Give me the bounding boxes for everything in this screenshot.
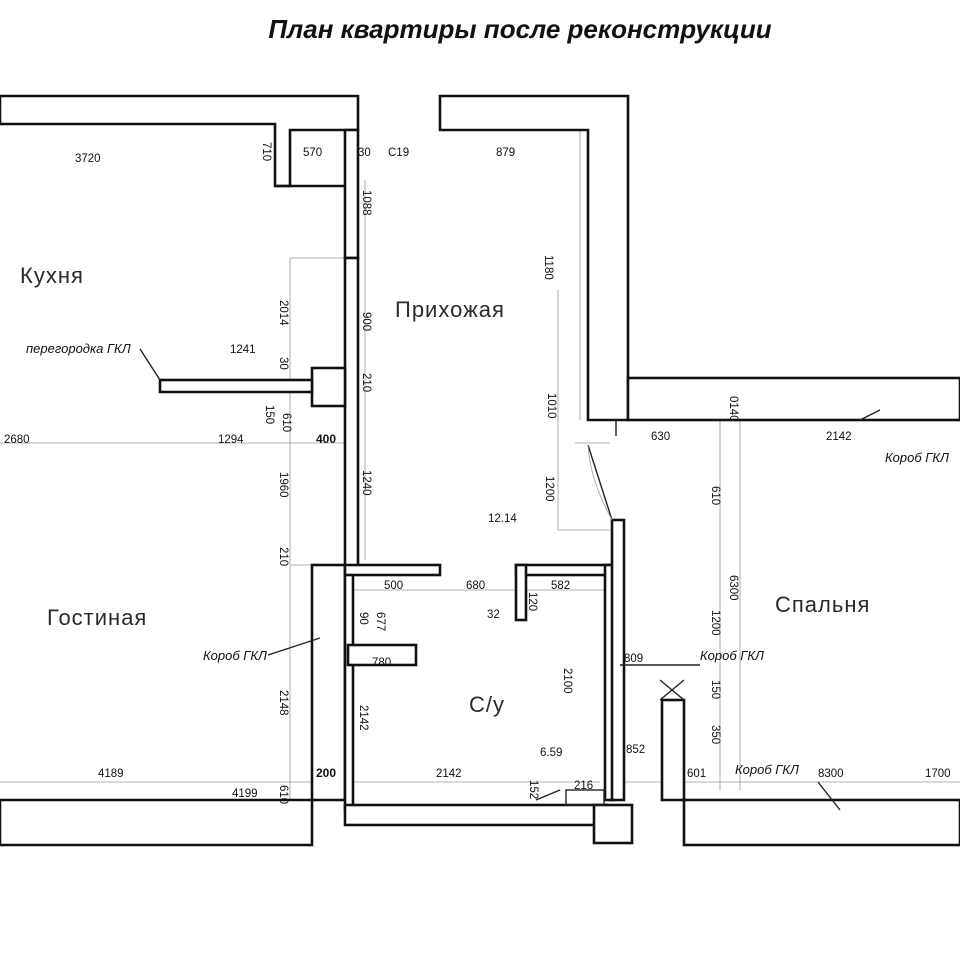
dim-label: 2142 — [436, 768, 462, 780]
walls — [0, 94, 960, 847]
dim-label: 610 — [280, 413, 292, 432]
dim-label: 1240 — [360, 470, 372, 496]
dim-label: 150 — [709, 680, 721, 699]
dim-label: 6300 — [727, 575, 739, 601]
room-bedroom-label: Спальня — [775, 592, 870, 617]
dim-label: 150 — [263, 405, 275, 424]
dim-label: 852 — [626, 744, 645, 756]
riser-box — [592, 803, 634, 845]
dim-label: 610 — [709, 486, 721, 505]
dim-label: С19 — [388, 147, 409, 159]
dim-label: 400 — [316, 432, 336, 446]
dim-label: 32 — [487, 609, 500, 621]
area-bathroom: 6.59 — [540, 747, 562, 759]
dim-label: 120 — [526, 592, 538, 611]
room-kitchen-label: Кухня — [20, 263, 84, 288]
vertical-dims: 710 1088 1180 2014 900 30 210 150 610 10… — [260, 142, 739, 804]
dim-label: 2014 — [277, 300, 289, 326]
duct-living — [310, 563, 347, 802]
wall-kitchen-step — [275, 128, 360, 260]
dim-label: 500 — [384, 580, 403, 592]
wall-bathroom-top-right — [514, 563, 614, 577]
dim-label: 2142 — [357, 705, 369, 731]
leader-lines — [139, 348, 881, 811]
dim-label: 2100 — [561, 668, 573, 694]
door-hallway — [587, 444, 613, 521]
dim-label: 8300 — [818, 768, 844, 780]
dim-label: 350 — [709, 725, 721, 744]
note-duct-bedroom: Короб ГКЛ — [735, 762, 799, 777]
dim-label: 680 — [466, 580, 485, 592]
duct-bedroom — [660, 698, 686, 802]
dim-label: 2680 — [4, 434, 30, 446]
dim-label: 582 — [551, 580, 570, 592]
dim-label: 2142 — [826, 431, 852, 443]
column — [310, 366, 347, 408]
dim-label: 1088 — [360, 190, 372, 216]
dim-label: 1200 — [543, 476, 555, 502]
wall-bathroom-stub — [514, 563, 528, 622]
dim-label: 152 — [527, 780, 539, 799]
dim-label: 610 — [277, 785, 289, 804]
dim-label: 879 — [496, 147, 515, 159]
wall-bedroom-top — [626, 376, 960, 422]
dim-label: 809 — [624, 653, 643, 665]
dim-label: 216 — [574, 780, 593, 792]
dim-label: 210 — [360, 373, 372, 392]
dimension-lines — [0, 96, 960, 800]
dim-label: 30 — [277, 357, 289, 370]
wall-bathroom-inner — [346, 643, 418, 667]
wall-hallway-left — [343, 256, 360, 572]
partition-gkl — [158, 378, 314, 394]
room-living-label: Гостиная — [47, 605, 147, 630]
dim-label: 200 — [316, 766, 336, 780]
dim-label: 900 — [360, 312, 372, 331]
wall-bedroom-left — [610, 518, 626, 802]
wall-hallway-top — [438, 94, 630, 422]
dim-label: 0140 — [727, 396, 739, 422]
dim-label: 30 — [358, 147, 371, 159]
wall-bottom-bathroom — [343, 803, 609, 827]
dim-label: 4189 — [98, 768, 124, 780]
wall-bottom-right — [682, 798, 960, 847]
room-bathroom-label: С/у — [469, 692, 505, 717]
dim-label: 601 — [687, 768, 706, 780]
dim-label: 2148 — [277, 690, 289, 716]
dim-label: 210 — [277, 547, 289, 566]
bath-corner-box — [565, 789, 605, 806]
dim-label: 3720 — [75, 153, 101, 165]
dim-label: 710 — [260, 142, 272, 161]
note-duct-top: Короб ГКЛ — [885, 450, 949, 465]
plan-title: План квартиры после реконструкции — [268, 14, 772, 44]
dim-label: 1010 — [545, 393, 557, 419]
note-partition: перегородка ГКЛ — [26, 341, 131, 356]
area-hallway: 12.14 — [488, 513, 517, 525]
dim-label: 90 — [357, 612, 369, 625]
dim-label: 1200 — [709, 610, 721, 636]
wall-bathroom-left — [343, 568, 355, 812]
wall-bottom-left — [0, 798, 314, 847]
dim-label: 570 — [303, 147, 322, 159]
dim-label: 1700 — [925, 768, 951, 780]
dim-label: 630 — [651, 431, 670, 443]
dim-label: 4199 — [232, 788, 258, 800]
dim-label: 780 — [372, 657, 391, 669]
door-lines — [535, 420, 685, 801]
dim-label: 1241 — [230, 344, 256, 356]
dim-label: 1960 — [277, 472, 289, 498]
dim-label: 677 — [374, 612, 386, 631]
door-arc — [587, 444, 613, 521]
dim-label: 1180 — [542, 255, 554, 280]
note-duct-bath: Короб ГКЛ — [700, 648, 764, 663]
note-duct-living: Короб ГКЛ — [203, 648, 267, 663]
room-hallway-label: Прихожая — [395, 297, 505, 322]
wall-kitchen-top — [0, 94, 360, 188]
dim-label: 1294 — [218, 434, 244, 446]
wall-bathroom-top-left — [343, 563, 442, 577]
